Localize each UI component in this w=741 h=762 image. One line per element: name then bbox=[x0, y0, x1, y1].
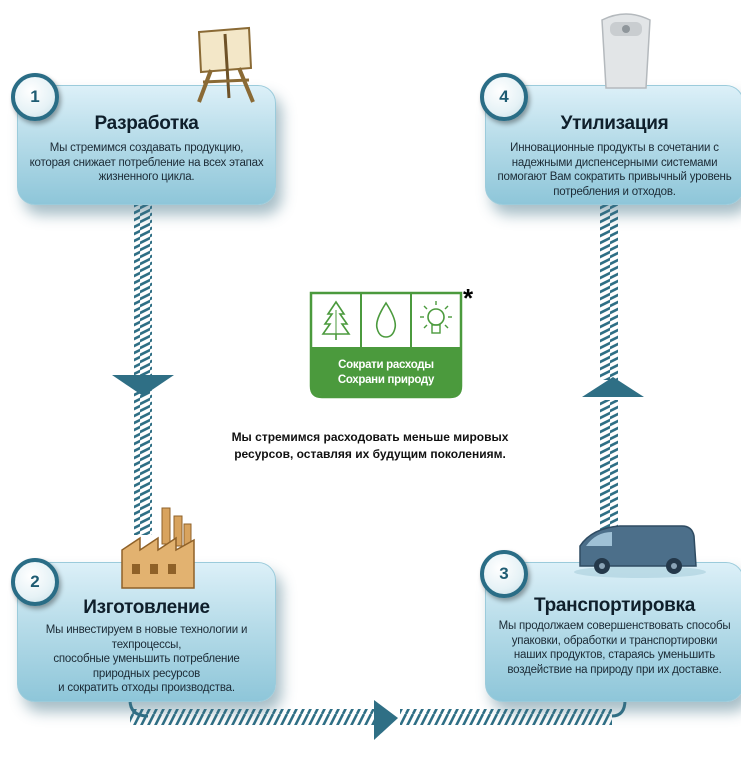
connector-left-bottom bbox=[134, 375, 152, 535]
easel-icon bbox=[197, 26, 255, 103]
connector-left-top bbox=[134, 195, 152, 375]
arrow-up bbox=[582, 377, 644, 397]
step-number-badge: 3 bbox=[480, 550, 528, 598]
connector-right-top bbox=[600, 197, 618, 380]
eco-badge-line-2: Сохрани природу bbox=[337, 374, 435, 386]
step-number: 1 bbox=[30, 87, 40, 106]
step-number: 2 bbox=[30, 572, 40, 591]
step-number-badge: 2 bbox=[11, 558, 59, 606]
trash-bin-icon bbox=[601, 13, 651, 89]
connector-bottom-left bbox=[130, 709, 378, 725]
step-title: Утилизация bbox=[560, 113, 669, 134]
step-title: Изготовление bbox=[83, 597, 210, 618]
connector-right-bottom bbox=[600, 400, 618, 550]
step-number: 4 bbox=[499, 87, 509, 106]
tree-icon bbox=[321, 300, 351, 340]
step-title: Разработка bbox=[94, 113, 199, 134]
step-description: Инновационные продукты в сочетании с над… bbox=[497, 142, 732, 198]
water-drop-icon bbox=[375, 301, 397, 338]
arrow-down bbox=[112, 375, 174, 396]
delivery-van-icon bbox=[574, 525, 706, 578]
step-description: Мы инвестируем в новые технологии и техп… bbox=[45, 624, 248, 694]
step-card-1: Разработка Мы стремимся создавать продук… bbox=[17, 85, 276, 205]
step-card-3: Транспортировка Мы продолжаем совершенст… bbox=[485, 562, 741, 702]
step-number-badge: 4 bbox=[480, 73, 528, 121]
eco-badge-frame bbox=[309, 291, 463, 399]
arrow-right bbox=[374, 700, 398, 740]
light-bulb-icon bbox=[420, 301, 452, 334]
center-statement: Мы стремимся расходовать меньше мировых … bbox=[231, 430, 509, 461]
step-title: Транспортировка bbox=[534, 595, 695, 616]
eco-badge-line-1: Сократи расходы bbox=[338, 359, 434, 371]
eco-badge: Сократи расходы Сохрани природу bbox=[309, 291, 463, 399]
footnote-asterisk: * bbox=[463, 283, 474, 313]
step-card-2: Изготовление Мы инвестируем в новые техн… bbox=[17, 562, 276, 702]
step-card-4: Утилизация Инновационные продукты в соче… bbox=[485, 85, 741, 205]
factory-icon bbox=[121, 507, 195, 589]
step-number-badge: 1 bbox=[11, 73, 59, 121]
connector-bottom-right bbox=[400, 709, 612, 725]
step-description: Мы продолжаем совершенствовать способы у… bbox=[498, 620, 731, 676]
step-description: Мы стремимся создавать продукцию, котора… bbox=[29, 142, 264, 183]
step-number: 3 bbox=[499, 564, 509, 583]
